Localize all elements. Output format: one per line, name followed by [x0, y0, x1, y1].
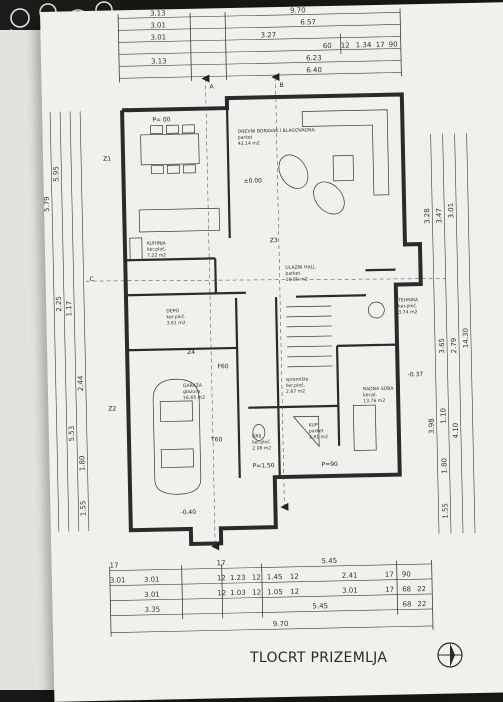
- room-hall-area: 10.60 m2: [286, 276, 308, 282]
- room-garage-area: 16.65 m2: [183, 395, 205, 401]
- room-bath-floor: parket: [309, 428, 324, 434]
- room-tech-name: TEHNIKA: [397, 297, 419, 303]
- room-living-area: 42.14 m2: [238, 140, 260, 146]
- tag-z3: Z3: [270, 237, 278, 244]
- tag-f60: F60: [217, 363, 228, 370]
- room-office-area: 13.76 m2: [363, 398, 385, 404]
- tag-z4: Z4: [187, 349, 195, 356]
- tag-section-b: B: [280, 82, 284, 89]
- tag-level-040: -0.40: [180, 509, 196, 516]
- room-depo-area: 3.61 m2: [166, 320, 185, 326]
- room-bath-area: 2.81 m2: [309, 434, 328, 440]
- tag-p150: P=1.50: [252, 462, 274, 469]
- room-labels: DNEVNI BORAVAK I BLAGOVAONA parket 42.14…: [40, 2, 503, 702]
- room-living-name: DNEVNI BORAVAK I BLAGOVAONA: [237, 127, 315, 135]
- room-tech-area: 3.74 m2: [398, 309, 417, 315]
- room-living-floor: parket: [238, 135, 253, 141]
- room-kitchen-area: 7.22 m2: [147, 252, 166, 258]
- tag-z1: Z1: [103, 156, 111, 163]
- tag-t60: T60: [210, 436, 223, 443]
- tag-section-c: C: [90, 276, 94, 283]
- room-garage-floor: glazura: [183, 389, 200, 395]
- tag-p00: P= 00: [152, 116, 171, 123]
- room-bath-name: KUP: [309, 422, 318, 428]
- room-kitchen-name: KUHINJA: [147, 240, 167, 246]
- drawing-title: TLOCRT PRIZEMLJA: [250, 650, 387, 666]
- tag-p90: P=90: [321, 461, 338, 468]
- tag-level-037: -0.37: [408, 371, 424, 378]
- tag-z2: Z2: [108, 405, 116, 412]
- north-arrow-icon: [435, 640, 465, 670]
- room-hall-name: ULAZNI HALL: [285, 264, 316, 271]
- room-garage-name: GARAŽA: [183, 381, 203, 389]
- room-storage-area: 2.67 m2: [286, 389, 305, 395]
- room-wc-name: GRIJ: [252, 433, 262, 439]
- floor-plan-page: 3.13 9.70 3.01 6.57 3.01 3.27 60 12 1.34…: [40, 2, 503, 702]
- tag-level-0: ±0.00: [244, 177, 263, 184]
- room-hall-floor: parket: [285, 271, 300, 277]
- tag-section-a: A: [210, 83, 215, 90]
- room-depo-name: DEPO: [166, 308, 179, 314]
- room-storage-name: spremište: [286, 375, 309, 382]
- room-office-floor: ker.pl.: [363, 392, 377, 398]
- room-office-name: RADNA SOBA: [363, 386, 395, 393]
- room-wc-area: 2.08 m2: [252, 445, 271, 451]
